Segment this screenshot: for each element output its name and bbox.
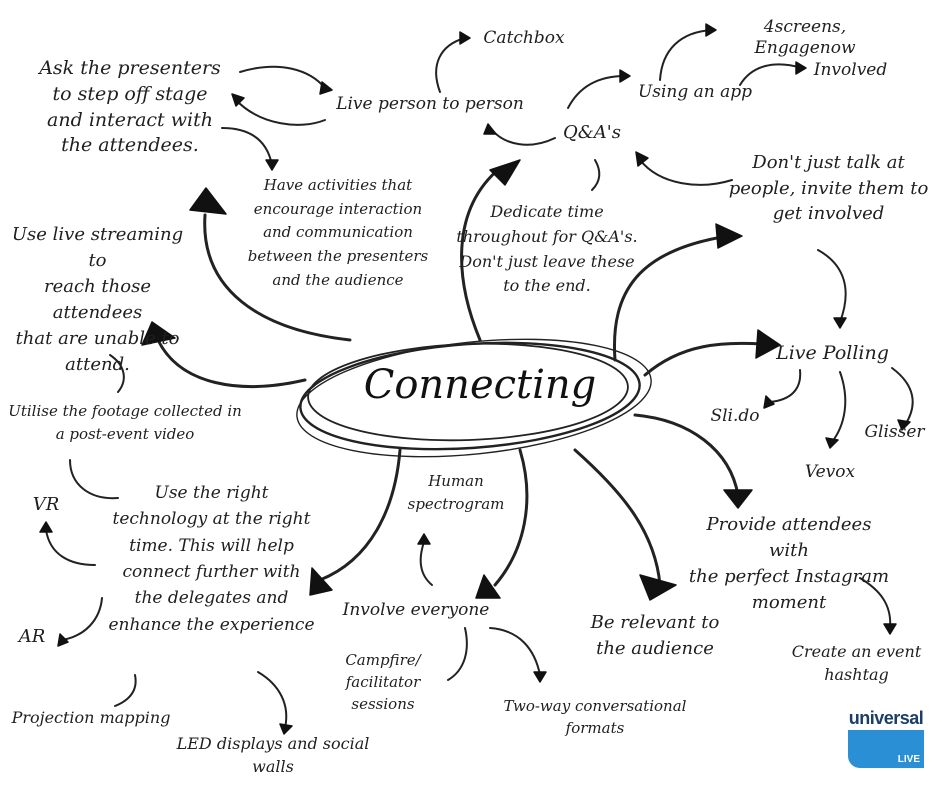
- node-hashtag: Create an event hashtag: [791, 642, 922, 685]
- arrowhead-small-12: [897, 419, 911, 431]
- arrowhead-small-16: [279, 723, 293, 735]
- arrow-right-tech-to-led: [257, 671, 288, 729]
- logo-wordmark: universal: [848, 708, 924, 728]
- arrowhead-small-13: [825, 437, 839, 449]
- arrowhead-small-15: [57, 633, 69, 647]
- arrowhead-small-1: [319, 81, 333, 95]
- arrowhead-small-6: [619, 69, 631, 83]
- center-label: Connecting: [363, 362, 597, 408]
- arrow-involve-to-spectrogram: [419, 541, 433, 586]
- branch-be-relevant: [573, 448, 662, 587]
- node-ar: AR: [18, 626, 46, 647]
- node-live-polling: Live Polling: [776, 342, 889, 364]
- arrow-polling-to-vevox: [831, 371, 847, 443]
- node-be-relevant: Be relevant to the audience: [590, 612, 720, 660]
- branch-instagram: [633, 413, 740, 497]
- arrowhead-small-3: [265, 159, 279, 171]
- node-projection: Projection mapping: [11, 708, 171, 727]
- arrowhead-small-11: [763, 395, 775, 409]
- arrow-app-to-screens: [659, 29, 713, 81]
- node-glisser: Glisser: [864, 422, 925, 442]
- branch-live-polling: [643, 341, 777, 377]
- node-dont-just-talk: Don't just talk at people, invite them t…: [728, 152, 929, 225]
- center-ellipse-2: [307, 342, 629, 442]
- node-right-tech: Use the right technology at the right ti…: [108, 483, 315, 635]
- arrow-to-catchbox: [435, 37, 466, 93]
- arrowhead-small-5: [483, 123, 497, 135]
- arrowhead-right-tech: [309, 567, 333, 596]
- arrow-involve-to-campfire: [447, 627, 468, 681]
- logo-badge: LIVE: [848, 730, 924, 768]
- arrow-app-to-involved: [739, 63, 803, 86]
- arrowhead-dont-talk: [715, 223, 743, 249]
- arrow-polling-to-glisser: [891, 367, 914, 426]
- arrowhead-small-14: [39, 521, 53, 533]
- arrow-talk-to-polling: [817, 249, 847, 323]
- arrowhead-small-2: [231, 93, 245, 107]
- node-two-way: Two-way conversational formats: [503, 697, 687, 737]
- branch-involve-everyone: [493, 448, 529, 587]
- arrowhead-ask: [189, 187, 227, 215]
- arrow-footage-to-right-tech: [69, 459, 119, 500]
- center-ellipse-3: [296, 338, 652, 458]
- arrow-ask-to-live-person: [239, 65, 326, 89]
- node-using-app: Using an app: [637, 82, 753, 102]
- universal-live-logo: universal LIVE: [846, 708, 926, 770]
- node-qa: Q&A's: [563, 122, 621, 143]
- arrow-involve-to-two-way: [489, 627, 541, 676]
- arrowhead-streaming: [141, 321, 176, 346]
- node-vr: VR: [32, 494, 60, 515]
- node-catchbox: Catchbox: [483, 28, 565, 48]
- arrowhead-instagram: [723, 489, 753, 509]
- logo-sub: LIVE: [897, 754, 920, 765]
- node-slido: Sli.do: [710, 406, 760, 426]
- node-campfire: Campfire/ facilitator sessions: [345, 651, 421, 713]
- node-vevox: Vevox: [804, 462, 856, 482]
- branch-ask-presenters: [203, 213, 352, 342]
- arrowhead-small-19: [883, 623, 897, 635]
- node-4screens: 4screens, Engagenow: [754, 17, 856, 58]
- arrow-qa-to-app: [567, 75, 626, 109]
- node-involved: Involved: [813, 60, 888, 80]
- node-instagram: Provide attendees with the perfect Insta…: [688, 514, 890, 614]
- arrowhead-small-8: [795, 61, 807, 75]
- arrowhead-small-7: [705, 23, 717, 37]
- branch-dedicate-time: [460, 166, 502, 342]
- branch-right-tech: [318, 448, 402, 582]
- arrow-right-tech-to-projection: [114, 674, 137, 707]
- node-led: LED displays and social walls: [176, 734, 370, 777]
- branch-live-streaming: [156, 338, 307, 389]
- arrow-right-tech-to-ar: [61, 597, 103, 641]
- node-dedicate-time: Dedicate time throughout for Q&A's. Don'…: [456, 202, 638, 296]
- branch-dont-just-talk: [612, 234, 730, 362]
- arrow-qa-to-live-person: [491, 129, 556, 146]
- node-human-spectrogram: Human spectrogram: [407, 472, 505, 513]
- arrowhead-small-4: [459, 31, 471, 45]
- arrowhead-small-18: [533, 671, 547, 683]
- arrowhead-small-10: [833, 317, 847, 329]
- arrow-talk-to-qa: [639, 159, 733, 186]
- arrow-live-person-to-ask: [235, 99, 326, 126]
- arrow-streaming-to-footage: [109, 354, 125, 393]
- arrow-qa-to-dedicate: [591, 159, 601, 191]
- node-ask-presenters: Ask the presenters to step off stage and…: [39, 57, 221, 157]
- node-involve-everyone: Involve everyone: [342, 600, 490, 620]
- arrowhead-involve: [475, 574, 501, 599]
- arrowhead-dedicate: [489, 159, 521, 186]
- arrow-polling-to-slido: [769, 369, 802, 403]
- arrowhead-relevant: [639, 574, 677, 601]
- node-have-activities: Have activities that encourage interacti…: [247, 176, 429, 289]
- arrow-right-tech-to-vr: [45, 529, 96, 566]
- node-utilise-footage: Utilise the footage collected in a post-…: [8, 402, 242, 444]
- node-live-person: Live person to person: [336, 94, 524, 114]
- node-live-streaming: Use live streaming to reach those attend…: [11, 224, 184, 376]
- arrowhead-polling: [755, 329, 781, 359]
- arrowhead-small-9: [635, 151, 649, 167]
- arrow-instagram-to-hashtag: [859, 577, 892, 629]
- arrowhead-small-17: [417, 533, 431, 545]
